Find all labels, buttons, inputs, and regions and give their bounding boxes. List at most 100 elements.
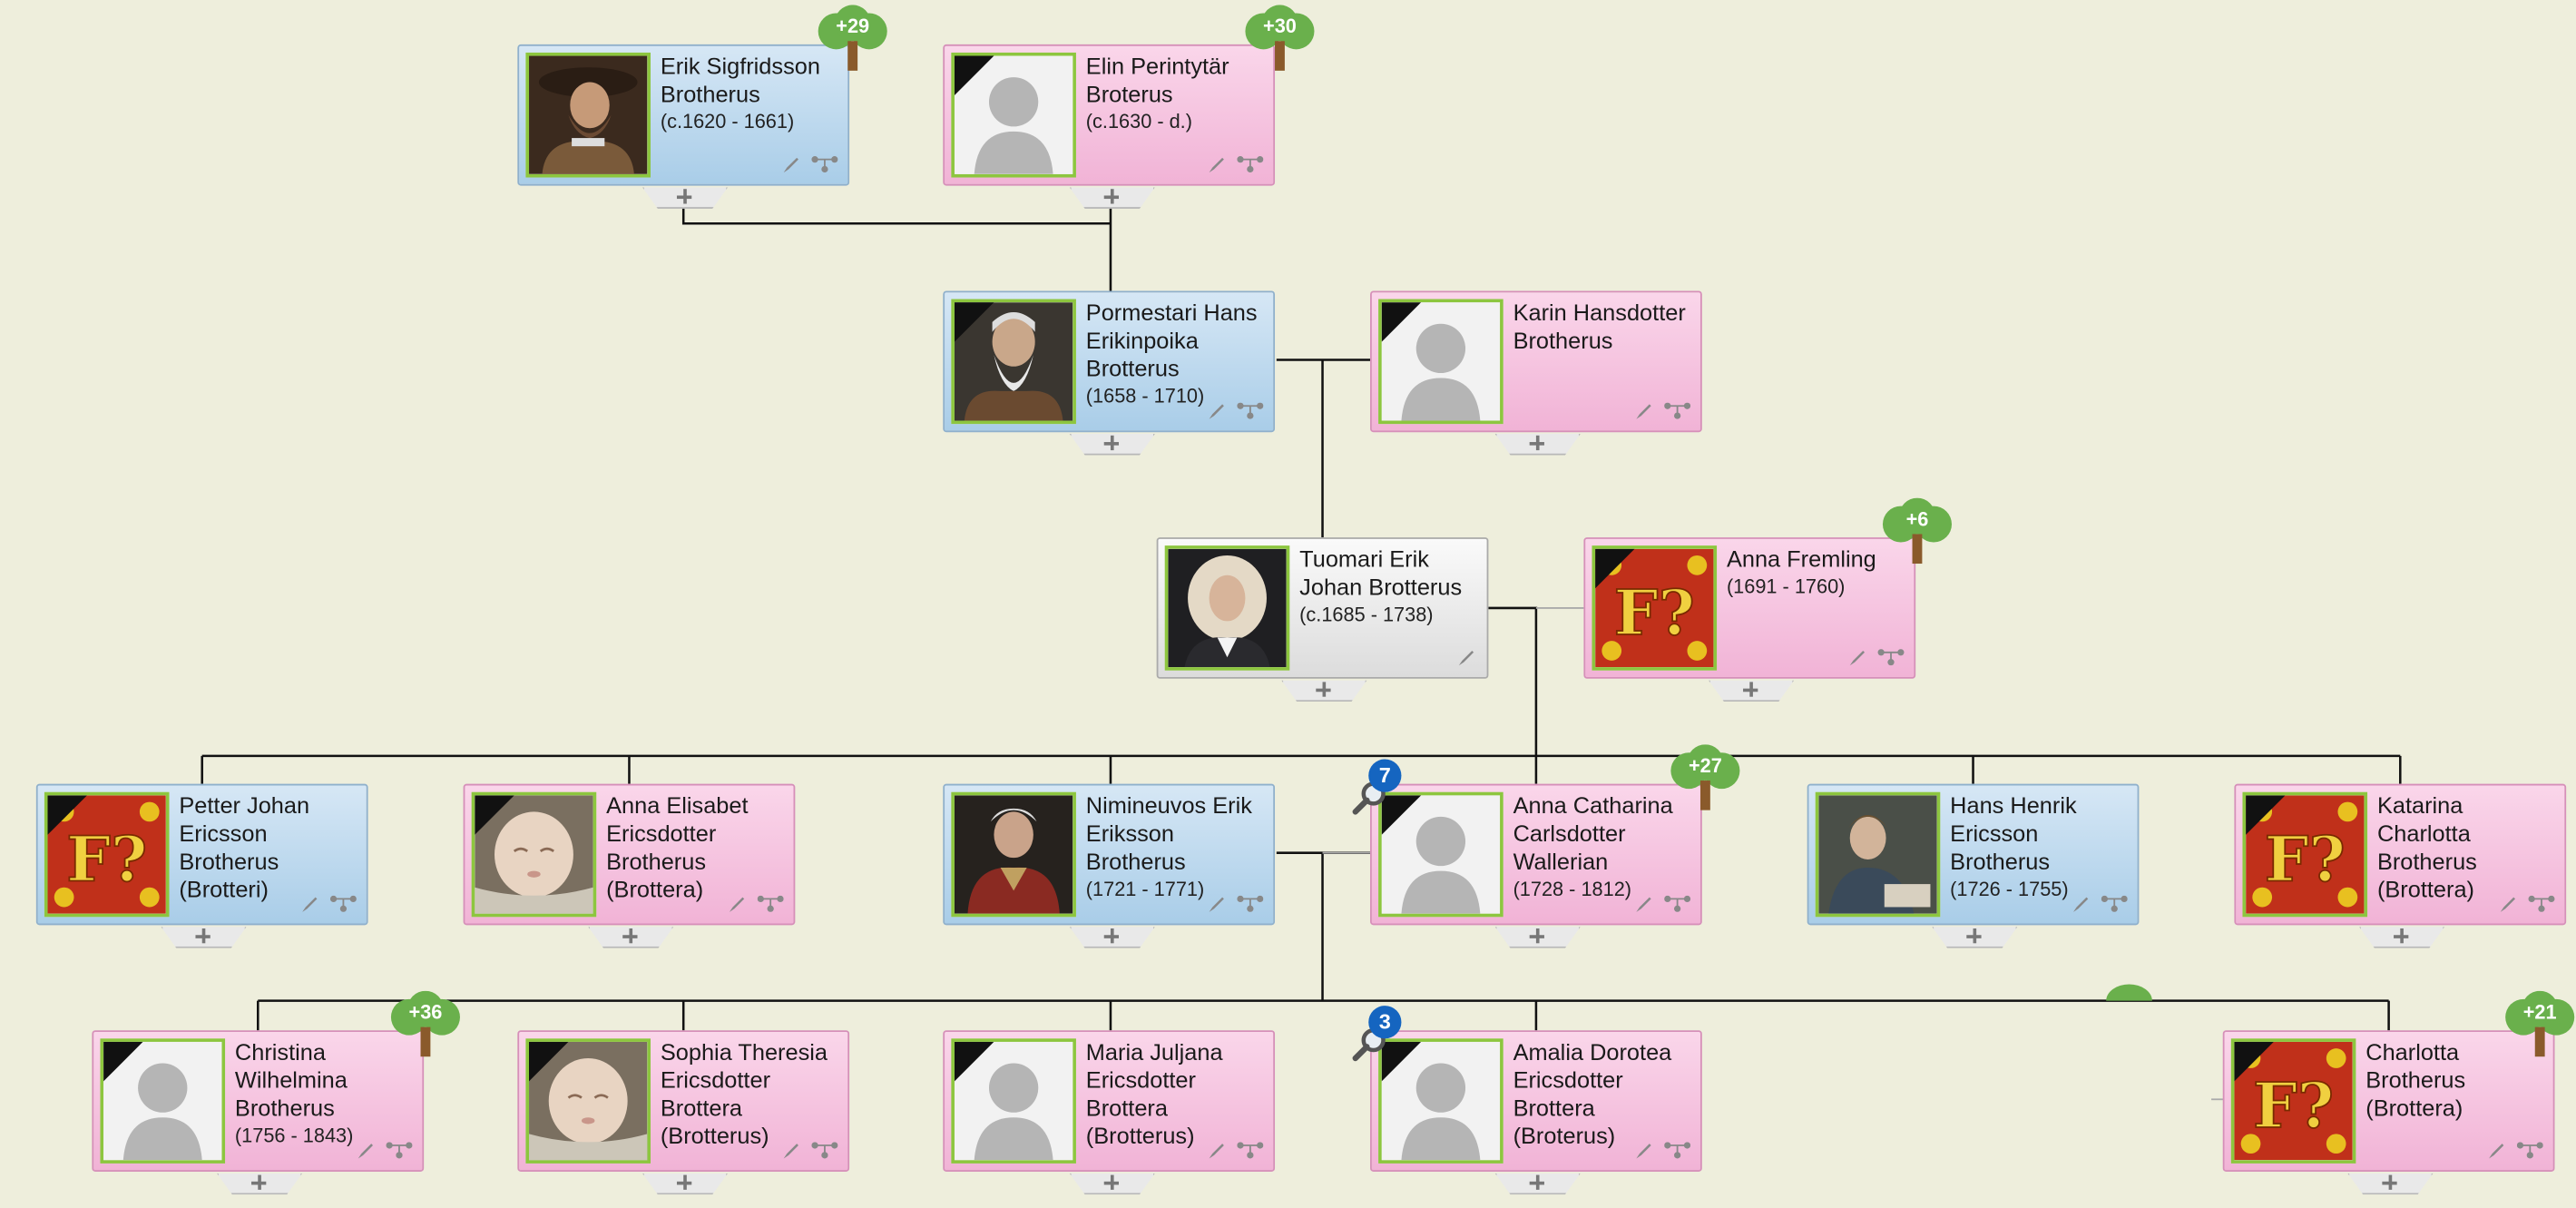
portrait-photo xyxy=(1815,791,1941,918)
deceased-ribbon-icon xyxy=(954,302,994,342)
person-card-anna-fremling[interactable]: F? Anna Fremling(1691 - 1760) xyxy=(1583,537,1916,679)
tree-icon xyxy=(1882,497,1952,543)
relations-icon[interactable] xyxy=(2528,895,2555,912)
descendants-tree-button[interactable]: +6 xyxy=(1881,497,1954,567)
relations-icon[interactable] xyxy=(1237,895,1264,912)
tree-icon xyxy=(390,990,460,1036)
deceased-ribbon-icon xyxy=(475,795,514,835)
add-relative-button[interactable] xyxy=(1069,927,1155,948)
pencil-icon[interactable] xyxy=(300,894,320,914)
relations-icon[interactable] xyxy=(2101,895,2128,912)
relations-icon[interactable] xyxy=(329,895,357,912)
pencil-icon[interactable] xyxy=(1635,894,1655,914)
descendants-tree-button[interactable]: +30 xyxy=(1244,5,1317,74)
silhouette-photo xyxy=(951,52,1076,178)
tree-count: +6 xyxy=(1905,507,1929,531)
portrait-photo xyxy=(951,299,1076,425)
relations-icon[interactable] xyxy=(811,156,838,173)
add-relative-button[interactable] xyxy=(161,927,247,948)
match-count-badge: 7 xyxy=(1368,759,1402,792)
relations-icon[interactable] xyxy=(811,1142,838,1159)
pencil-icon[interactable] xyxy=(1848,647,1868,667)
record-matches-button[interactable]: 3 xyxy=(1349,1006,1402,1062)
silhouette-photo xyxy=(1378,791,1503,918)
pencil-icon[interactable] xyxy=(728,894,748,914)
pencil-icon[interactable] xyxy=(1208,154,1228,174)
add-relative-button[interactable] xyxy=(642,187,729,209)
pencil-icon[interactable] xyxy=(1208,894,1228,914)
relations-icon[interactable] xyxy=(2516,1142,2543,1159)
add-relative-button[interactable] xyxy=(1494,1173,1581,1195)
deceased-ribbon-icon xyxy=(1595,548,1635,589)
pencil-icon[interactable] xyxy=(1208,401,1228,421)
pencil-icon[interactable] xyxy=(2072,894,2091,914)
svg-text:F?: F? xyxy=(2253,1069,2334,1143)
tree-count: +27 xyxy=(1688,754,1722,778)
relations-icon[interactable] xyxy=(1237,1142,1264,1159)
descendants-tree-button[interactable]: +27 xyxy=(1670,744,1742,813)
unknown-person-photo: F? xyxy=(1592,545,1718,671)
deceased-ribbon-icon xyxy=(1381,302,1422,342)
unknown-person-photo: F? xyxy=(2242,791,2368,918)
relations-icon[interactable] xyxy=(757,895,784,912)
relations-icon[interactable] xyxy=(1237,156,1264,173)
silhouette-photo xyxy=(1378,1038,1503,1164)
descendants-tree-button[interactable]: +29 xyxy=(817,5,889,74)
pencil-icon[interactable] xyxy=(782,1141,802,1161)
relations-icon[interactable] xyxy=(386,1142,413,1159)
add-relative-button[interactable] xyxy=(1494,433,1581,456)
add-relative-button[interactable] xyxy=(588,927,674,948)
relations-icon[interactable] xyxy=(1664,895,1691,912)
pencil-icon[interactable] xyxy=(2499,894,2519,914)
pencil-icon[interactable] xyxy=(1457,647,1477,667)
portrait-photo xyxy=(1164,545,1290,671)
svg-text:F?: F? xyxy=(2265,822,2346,896)
deceased-ribbon-icon xyxy=(2234,1041,2274,1082)
deceased-ribbon-icon xyxy=(1381,795,1422,835)
relations-icon[interactable] xyxy=(1664,402,1691,419)
pencil-icon[interactable] xyxy=(1635,1141,1655,1161)
deceased-ribbon-icon xyxy=(529,1041,569,1082)
pencil-icon[interactable] xyxy=(357,1141,377,1161)
baby-photo xyxy=(471,791,597,918)
pencil-icon[interactable] xyxy=(1635,401,1655,421)
match-count-badge: 3 xyxy=(1368,1006,1402,1039)
relations-icon[interactable] xyxy=(1877,649,1905,666)
pencil-icon[interactable] xyxy=(2487,1141,2507,1161)
descendants-tree-button[interactable]: +21 xyxy=(2503,990,2576,1060)
pencil-icon[interactable] xyxy=(782,154,802,174)
pencil-icon[interactable] xyxy=(1208,1141,1228,1161)
person-name: Anna Fremling(1691 - 1760) xyxy=(1726,545,1876,599)
record-matches-button[interactable]: 7 xyxy=(1349,759,1402,815)
relations-icon[interactable] xyxy=(1237,402,1264,419)
tree-icon xyxy=(1245,5,1315,50)
descendants-tree-button[interactable]: +36 xyxy=(389,990,462,1060)
add-relative-button[interactable] xyxy=(2347,1173,2434,1195)
relations-icon[interactable] xyxy=(1664,1142,1691,1159)
